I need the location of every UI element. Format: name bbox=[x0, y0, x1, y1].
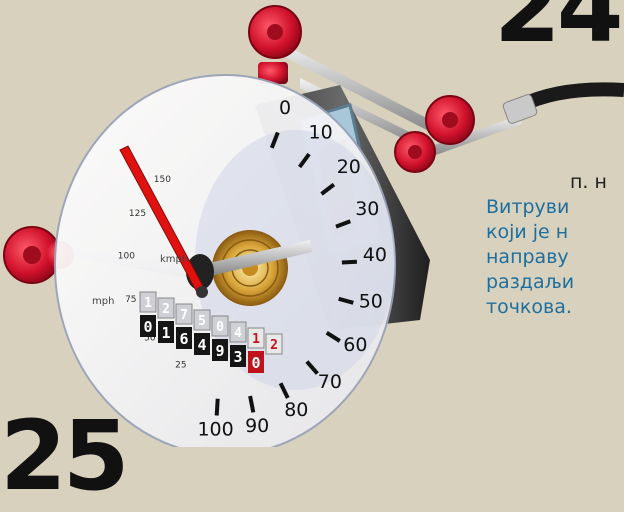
odometer-digit: 0 bbox=[140, 315, 156, 337]
mph-label: 10 bbox=[309, 122, 333, 144]
mph-label: 0 bbox=[279, 97, 291, 119]
svg-text:4: 4 bbox=[197, 336, 206, 354]
kmh-label: 100 bbox=[118, 251, 135, 261]
svg-text:6: 6 bbox=[179, 330, 188, 348]
mph-label: 60 bbox=[343, 334, 367, 356]
text-line-6: точкова. bbox=[486, 295, 624, 320]
text-line-1: п. н bbox=[486, 170, 624, 195]
text-line-3: који је н bbox=[486, 220, 624, 245]
odometer-digit: 9 bbox=[212, 339, 228, 361]
trip-digit: 1 bbox=[248, 328, 264, 348]
section-number-bottom: 25 bbox=[0, 408, 126, 504]
trip-digit: 7 bbox=[176, 304, 192, 324]
trip-digit: 1 bbox=[140, 292, 156, 312]
odometer-digit: 1 bbox=[158, 321, 174, 343]
kmh-label: 25 bbox=[175, 360, 186, 370]
svg-text:1: 1 bbox=[144, 296, 152, 311]
mph-label: 70 bbox=[318, 371, 342, 393]
gear-top-right bbox=[426, 96, 474, 144]
mph-unit-label: mph bbox=[92, 296, 114, 307]
kmh-label: 75 bbox=[125, 295, 136, 305]
svg-text:3: 3 bbox=[233, 348, 242, 366]
odometer-digit: 3 bbox=[230, 345, 246, 367]
mph-tick bbox=[217, 399, 218, 416]
mph-label: 100 bbox=[197, 419, 233, 441]
svg-text:0: 0 bbox=[251, 354, 260, 372]
odometer-digit: 6 bbox=[176, 327, 192, 349]
text-line-5: раздаљи bbox=[486, 270, 624, 295]
svg-text:0: 0 bbox=[216, 320, 224, 335]
svg-text:2: 2 bbox=[270, 338, 278, 353]
trip-digit: 0 bbox=[212, 316, 228, 336]
section-number-top: 24 bbox=[494, 0, 620, 56]
odometer-digit: 0 bbox=[248, 351, 264, 373]
svg-text:2: 2 bbox=[162, 302, 170, 317]
trip-digit: 2 bbox=[158, 298, 174, 318]
mph-label: 90 bbox=[245, 415, 269, 437]
odometer-digit: 4 bbox=[194, 333, 210, 355]
speedometer-cable bbox=[502, 89, 624, 124]
mph-label: 80 bbox=[284, 399, 308, 421]
mph-label: 40 bbox=[363, 244, 387, 266]
kmh-label: 125 bbox=[129, 209, 146, 219]
svg-text:9: 9 bbox=[215, 342, 224, 360]
gear-right bbox=[395, 132, 435, 172]
kmh-label: 150 bbox=[154, 175, 171, 185]
svg-text:1: 1 bbox=[161, 324, 170, 342]
mph-label: 30 bbox=[355, 198, 379, 220]
mph-tick bbox=[342, 262, 357, 263]
trip-digit: 4 bbox=[230, 322, 246, 342]
article-text: п. н Витруви који је н направу раздаљи т… bbox=[486, 170, 624, 320]
mph-label: 20 bbox=[337, 156, 361, 178]
svg-text:1: 1 bbox=[252, 332, 260, 347]
svg-text:4: 4 bbox=[234, 326, 242, 341]
svg-text:5: 5 bbox=[198, 314, 206, 329]
trip-digit: 2 bbox=[266, 334, 282, 354]
gear-top-left bbox=[249, 6, 301, 84]
trip-digit: 5 bbox=[194, 310, 210, 330]
svg-text:7: 7 bbox=[180, 308, 188, 323]
text-line-2: Витруви bbox=[486, 195, 624, 220]
text-line-4: направу bbox=[486, 245, 624, 270]
svg-text:0: 0 bbox=[143, 318, 152, 336]
kmh-unit-label: kmph bbox=[160, 254, 188, 265]
mph-label: 50 bbox=[359, 291, 383, 313]
